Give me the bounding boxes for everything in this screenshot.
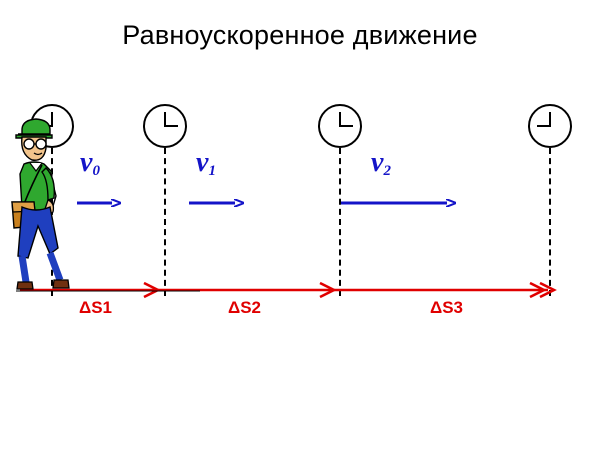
displacement-label-2: ΔS2 xyxy=(228,298,262,317)
clock-1 xyxy=(143,104,187,148)
glasses-left-lens xyxy=(23,138,35,150)
clock-2 xyxy=(318,104,362,148)
velocity-symbol-2: v xyxy=(371,147,384,178)
leg-back xyxy=(18,255,30,283)
displacement-arrowhead-1 xyxy=(319,281,337,299)
clock-2-minute-hand xyxy=(339,125,353,127)
velocity-subscript-1: 1 xyxy=(208,163,216,179)
clock-3-hour-hand xyxy=(549,112,551,127)
clock-0-hour-hand xyxy=(51,112,53,127)
displacement-arrowhead-2 xyxy=(529,281,547,299)
velocity-label-0: v0 xyxy=(80,147,100,180)
mouth xyxy=(33,152,43,156)
velocity-label-1: v1 xyxy=(196,147,216,180)
dashed-line-2 xyxy=(339,148,341,296)
shoe-front xyxy=(52,279,70,289)
clock-3 xyxy=(528,104,572,148)
displacement-label-3: ΔS3 xyxy=(430,298,464,317)
velocity-label-2: v2 xyxy=(371,147,391,180)
dashed-line-3 xyxy=(549,148,551,296)
clock-1-hour-hand xyxy=(164,112,166,127)
velocity-symbol-0: v xyxy=(80,147,93,178)
walking-man-figure xyxy=(11,118,70,290)
displacement-arrowhead-0 xyxy=(143,281,161,299)
collar xyxy=(29,162,43,172)
velocity-subscript-2: 2 xyxy=(383,163,391,179)
displacement-label-1: ΔS1 xyxy=(79,298,113,317)
trousers xyxy=(17,205,59,259)
velocity-subscript-0: 0 xyxy=(92,163,100,179)
page-title: Равноускоренное движение xyxy=(122,20,478,50)
bag-strap xyxy=(23,164,43,205)
hat-icon xyxy=(18,118,51,135)
displacement-arrowhead-3 xyxy=(539,281,557,299)
clock-3-minute-hand xyxy=(537,125,551,127)
shoe-back xyxy=(16,281,34,290)
glasses-right-lens xyxy=(35,138,47,150)
clock-2-hour-hand xyxy=(339,112,341,127)
clock-1-minute-hand xyxy=(164,125,178,127)
leg-front xyxy=(46,251,64,282)
velocity-symbol-1: v xyxy=(196,147,209,178)
dashed-line-1 xyxy=(164,148,166,296)
